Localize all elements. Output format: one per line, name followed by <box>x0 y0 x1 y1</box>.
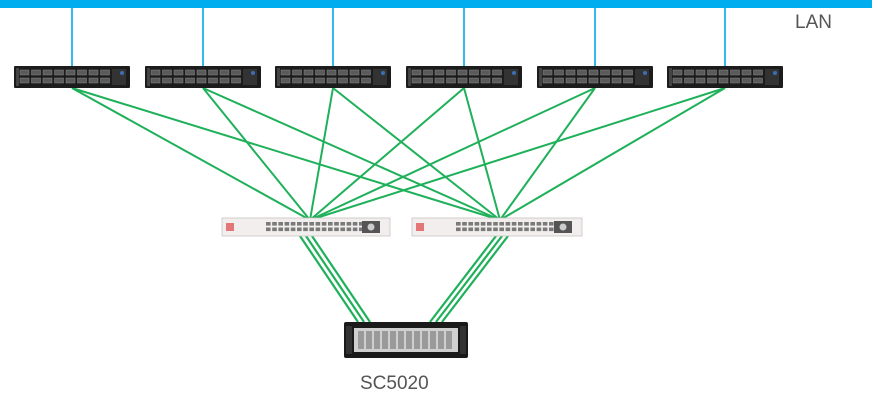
storage-link <box>305 235 365 323</box>
lan-bus <box>0 0 872 8</box>
fc-switch-icon <box>411 217 583 237</box>
fabric-link <box>71 87 501 221</box>
fabric-link <box>202 87 311 221</box>
storage-link <box>429 235 497 323</box>
rack-server-icon <box>14 66 130 88</box>
fabric-link <box>499 87 726 221</box>
rack-server-icon <box>537 66 653 88</box>
fc-switches <box>221 217 583 237</box>
storage-link <box>311 235 371 323</box>
storage-link <box>299 235 359 323</box>
fabric-link <box>499 87 596 221</box>
storage-label: SC5020 <box>360 373 429 394</box>
fabric-link <box>309 87 465 221</box>
fabric-link <box>309 87 726 221</box>
fabric-link <box>309 87 334 221</box>
fabric-links <box>71 87 726 221</box>
rack-server-icon <box>667 66 783 88</box>
servers <box>14 66 783 88</box>
rack-server-icon <box>406 66 522 88</box>
storage-array-icon <box>344 322 468 358</box>
rack-server-icon <box>145 66 261 88</box>
fabric-link <box>332 87 501 221</box>
fabric-link <box>463 87 501 221</box>
storage-link <box>435 235 503 323</box>
fabric-link <box>71 87 311 221</box>
storage-links <box>299 235 509 323</box>
rack-server-icon <box>275 66 391 88</box>
fabric-link <box>202 87 501 221</box>
fc-switch-icon <box>221 217 391 237</box>
storage-array <box>344 322 468 358</box>
lan-links <box>71 8 726 66</box>
storage-link <box>441 235 509 323</box>
lan-label: LAN <box>795 12 832 33</box>
fabric-link <box>309 87 596 221</box>
